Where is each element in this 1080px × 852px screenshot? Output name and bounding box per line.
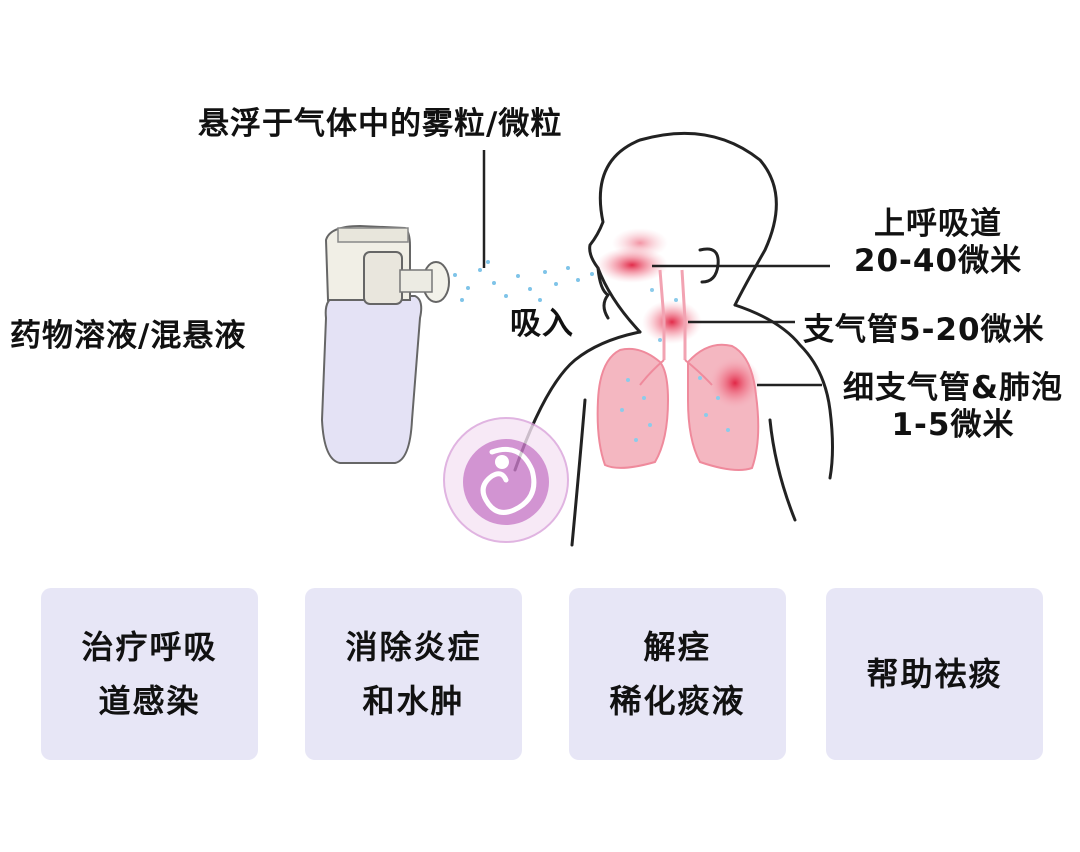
upper-airway-glow — [596, 247, 668, 283]
benefit-card-line1: 消除炎症 — [345, 628, 482, 666]
benefit-card-line1: 解痉 — [643, 628, 712, 666]
upper-airway-size: 20-40微米 — [853, 243, 1023, 279]
benefit-card-respiratory-infection: 治疗呼吸 道感染 — [41, 588, 258, 760]
benefit-card-line2: 和水肿 — [362, 682, 465, 720]
benefit-card-inflammation: 消除炎症 和水肿 — [305, 588, 522, 760]
benefit-card-line2: 道感染 — [98, 682, 201, 720]
watermark-seal — [443, 417, 569, 543]
upper-airway-label: 上呼吸道 20-40微米 — [838, 206, 1038, 280]
benefit-card-expectorant: 帮助祛痰 — [826, 588, 1043, 760]
left-lung — [596, 347, 670, 469]
mist-particles — [453, 260, 594, 302]
benefit-card-line2: 稀化痰液 — [609, 682, 746, 720]
bronchiole-glow — [709, 357, 761, 409]
nebulizer-cap — [337, 227, 409, 243]
solution-label: 药物溶液/混悬液 — [10, 318, 247, 354]
bronchiole-label: 细支气管&肺泡 1-5微米 — [828, 370, 1078, 444]
benefit-card-line1: 帮助祛痰 — [866, 655, 1003, 693]
trachea — [658, 269, 687, 360]
aerosol-label: 悬浮于气体中的雾粒/微粒 — [198, 106, 563, 142]
bronchiole-name: 细支气管&肺泡 — [842, 370, 1064, 406]
inhale-label: 吸入 — [510, 306, 574, 342]
nebulizer-nozzle — [363, 251, 403, 305]
upper-airway-name: 上呼吸道 — [874, 206, 1002, 242]
leader-lines — [482, 150, 830, 387]
bronchi-glow — [642, 300, 702, 344]
nebulizer-device — [320, 224, 450, 464]
nebulizer-diagram — [320, 131, 834, 547]
lung-particles — [620, 288, 730, 442]
benefit-card-line1: 治疗呼吸 — [81, 628, 218, 666]
benefit-card-antispasm: 解痉 稀化痰液 — [569, 588, 786, 760]
nebulizer-bottle — [320, 295, 423, 464]
bronchi-label: 支气管5-20微米 — [803, 312, 1045, 348]
bronchiole-size: 1-5微米 — [891, 407, 1015, 443]
